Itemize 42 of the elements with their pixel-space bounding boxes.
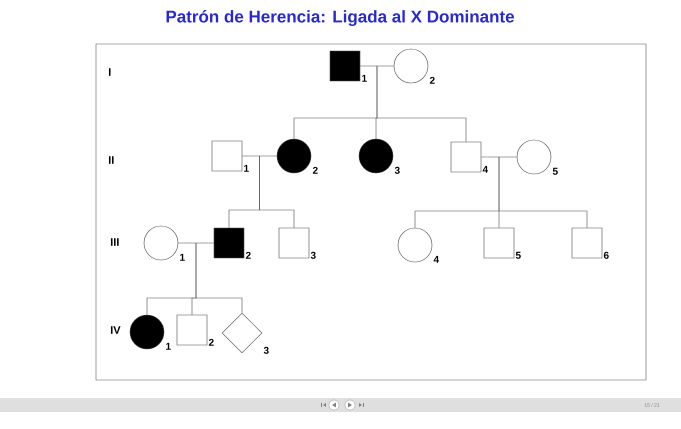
filled-square	[214, 228, 244, 258]
symbol-circle	[516, 140, 552, 174]
title: Patrón de Herencia: Ligada al X Dominante	[166, 10, 514, 26]
filled-circle	[358, 138, 394, 174]
individual-number: 5	[516, 252, 521, 259]
descent-line	[259, 156, 294, 228]
marriage-line	[178, 242, 214, 244]
individual-number: 3	[394, 166, 400, 174]
descent-line	[376, 66, 466, 142]
symbol-square	[212, 140, 242, 172]
symbol-circle	[398, 228, 432, 262]
filled-square	[330, 50, 360, 82]
individual-number: 3	[264, 346, 269, 354]
generation-label: I	[108, 68, 111, 76]
individual-number: 1	[166, 342, 171, 350]
symbol-square	[484, 228, 514, 258]
marriage-line	[481, 156, 517, 158]
symbol-circle	[394, 48, 428, 84]
filled-circle	[276, 138, 312, 174]
generation-label: II	[108, 156, 114, 164]
individual-number: 2	[246, 252, 251, 259]
individual-number: 3	[310, 252, 316, 259]
individual-number: 6	[604, 252, 609, 259]
individual-number: 1	[180, 254, 185, 261]
symbol-circle	[144, 226, 178, 260]
descent-line	[196, 242, 242, 313]
symbol-square	[176, 314, 208, 346]
symbol-square	[572, 228, 602, 258]
individual-number: 1	[244, 164, 249, 172]
individual-number: 4	[482, 166, 488, 173]
individual-number: 2	[208, 338, 214, 346]
individual-number: 4	[434, 256, 439, 263]
filled-circle	[130, 314, 164, 350]
generation-label: III	[110, 238, 119, 246]
symbol-diamond	[222, 312, 262, 354]
individual-number: 2	[312, 166, 318, 174]
individual-number: 2	[430, 76, 435, 84]
symbol-square	[278, 228, 310, 258]
individual-number: 1	[362, 74, 367, 82]
symbol-square	[450, 142, 482, 172]
descent-line	[498, 156, 588, 228]
individual-number: 5	[552, 168, 558, 175]
